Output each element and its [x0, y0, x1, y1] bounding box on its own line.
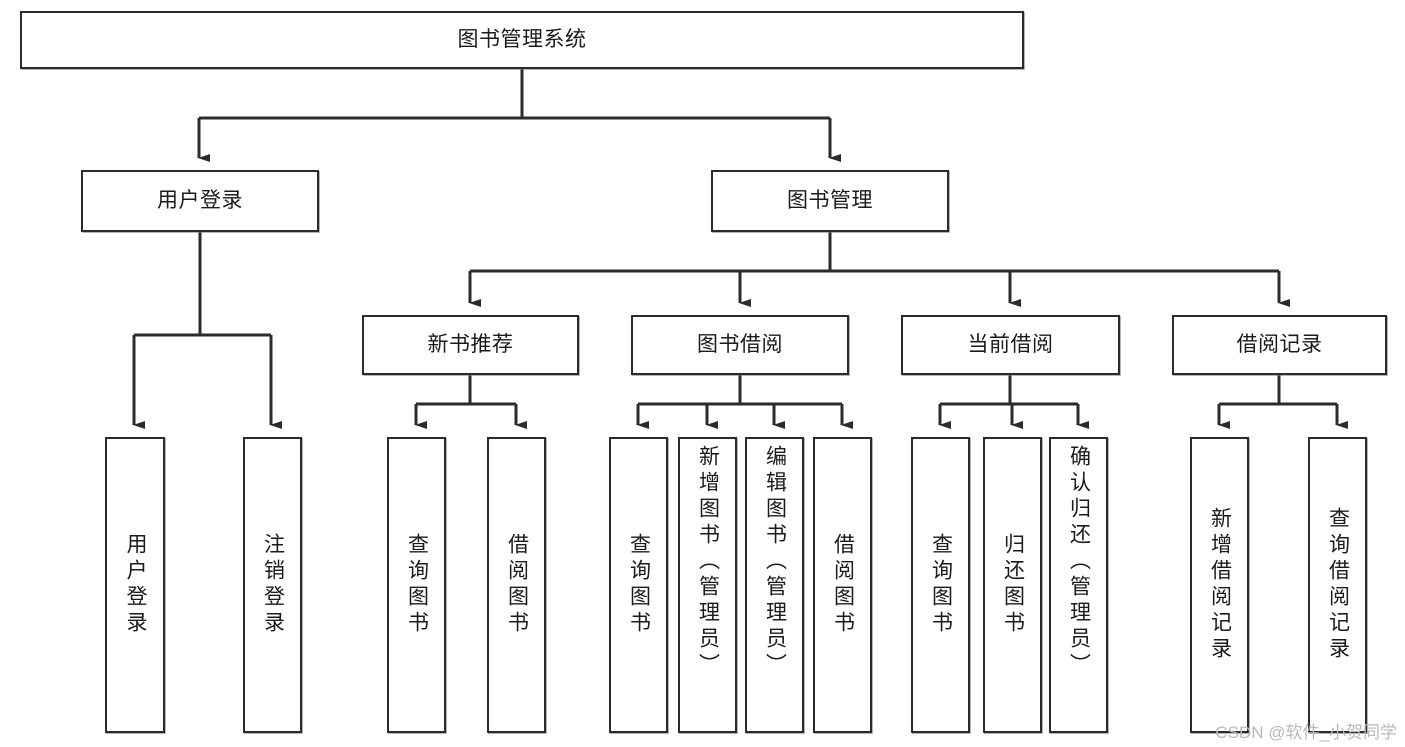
node-leaf-cb-return-book-label: 归还图书	[1001, 533, 1025, 637]
node-new-book-recommend-label: 新书推荐	[427, 333, 514, 357]
node-current-borrow-label: 当前借阅	[967, 333, 1054, 357]
node-book-borrow-label: 图书借阅	[697, 333, 783, 357]
node-leaf-logout-label: 注销登录	[261, 533, 285, 637]
node-leaf-logout[interactable]: 注销登录	[243, 437, 302, 733]
node-book-management-label: 图书管理	[787, 189, 873, 213]
node-leaf-user-login[interactable]: 用户登录	[105, 437, 165, 733]
node-leaf-br-query-record[interactable]: 查询借阅记录	[1308, 437, 1367, 733]
node-leaf-cb-return-book[interactable]: 归还图书	[983, 437, 1042, 733]
node-leaf-bb-edit-book-label: 编辑图书（管理员）	[763, 445, 787, 679]
node-leaf-nbr-borrow-book-label: 借阅图书	[505, 533, 529, 637]
node-leaf-cb-query-book-label: 查询图书	[929, 533, 953, 637]
node-leaf-br-add-record[interactable]: 新增借阅记录	[1190, 437, 1249, 733]
node-new-book-recommend[interactable]: 新书推荐	[362, 315, 579, 375]
node-book-management[interactable]: 图书管理	[711, 170, 949, 232]
node-leaf-cb-query-book[interactable]: 查询图书	[911, 437, 970, 733]
node-leaf-bb-add-book[interactable]: 新增图书（管理员）	[678, 437, 737, 733]
node-user-login[interactable]: 用户登录	[81, 170, 319, 232]
node-book-borrow[interactable]: 图书借阅	[631, 315, 849, 375]
node-leaf-br-query-record-label: 查询借阅记录	[1326, 507, 1350, 663]
node-leaf-bb-add-book-label: 新增图书（管理员）	[696, 445, 720, 679]
node-borrow-records-label: 借阅记录	[1236, 333, 1323, 357]
node-leaf-nbr-borrow-book[interactable]: 借阅图书	[487, 437, 546, 733]
node-current-borrow[interactable]: 当前借阅	[901, 315, 1120, 375]
node-leaf-bb-borrow-book-label: 借阅图书	[831, 533, 855, 637]
node-leaf-cb-confirm-return-label: 确认归还（管理员）	[1067, 445, 1091, 679]
node-leaf-user-login-label: 用户登录	[124, 533, 148, 637]
node-root[interactable]: 图书管理系统	[20, 11, 1024, 69]
node-leaf-nbr-query-book-label: 查询图书	[405, 533, 429, 637]
node-borrow-records[interactable]: 借阅记录	[1172, 315, 1387, 375]
node-leaf-nbr-query-book[interactable]: 查询图书	[387, 437, 446, 733]
node-leaf-br-add-record-label: 新增借阅记录	[1208, 507, 1232, 663]
node-leaf-cb-confirm-return[interactable]: 确认归还（管理员）	[1049, 437, 1108, 733]
node-leaf-bb-edit-book[interactable]: 编辑图书（管理员）	[745, 437, 804, 733]
node-user-login-label: 用户登录	[157, 189, 243, 213]
node-leaf-bb-borrow-book[interactable]: 借阅图书	[813, 437, 872, 733]
node-leaf-bb-query-book[interactable]: 查询图书	[609, 437, 668, 733]
node-leaf-bb-query-book-label: 查询图书	[627, 533, 651, 637]
node-root-label: 图书管理系统	[457, 28, 587, 52]
